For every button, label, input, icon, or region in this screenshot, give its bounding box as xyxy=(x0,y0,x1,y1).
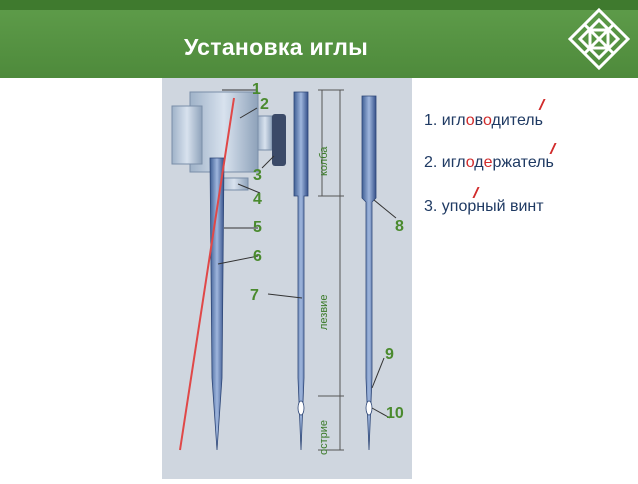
label-6: 6 xyxy=(253,248,262,265)
label-10: 10 xyxy=(386,405,404,422)
label-7: 7 xyxy=(250,287,259,304)
label-3: 3 xyxy=(253,167,262,184)
slide-header: Установка иглы xyxy=(0,0,638,78)
bulb-label: колба xyxy=(318,146,330,176)
label-5: 5 xyxy=(253,219,262,236)
stress-mark-3 xyxy=(472,187,480,198)
label-8: 8 xyxy=(395,218,404,235)
legend-item-2: 2. иглодержатель xyxy=(424,154,554,171)
legend-item-1: 1. игловодитель xyxy=(424,112,543,129)
blade-label: лезвие xyxy=(318,294,330,330)
needle-photo xyxy=(162,78,412,479)
stress-mark-1 xyxy=(538,99,546,110)
needle-diagram xyxy=(171,89,397,451)
legend-item-3: 3. упорный винт xyxy=(424,198,544,215)
point-label: острие xyxy=(318,419,330,455)
label-9: 9 xyxy=(385,346,394,363)
label-2: 2 xyxy=(260,96,269,113)
slide-title: Установка иглы xyxy=(184,34,369,60)
celtic-knot-logo-icon xyxy=(567,7,631,71)
label-4: 4 xyxy=(253,191,262,208)
label-1: 1 xyxy=(252,81,261,98)
header-stripe xyxy=(0,0,638,10)
stress-mark-2 xyxy=(549,143,557,154)
